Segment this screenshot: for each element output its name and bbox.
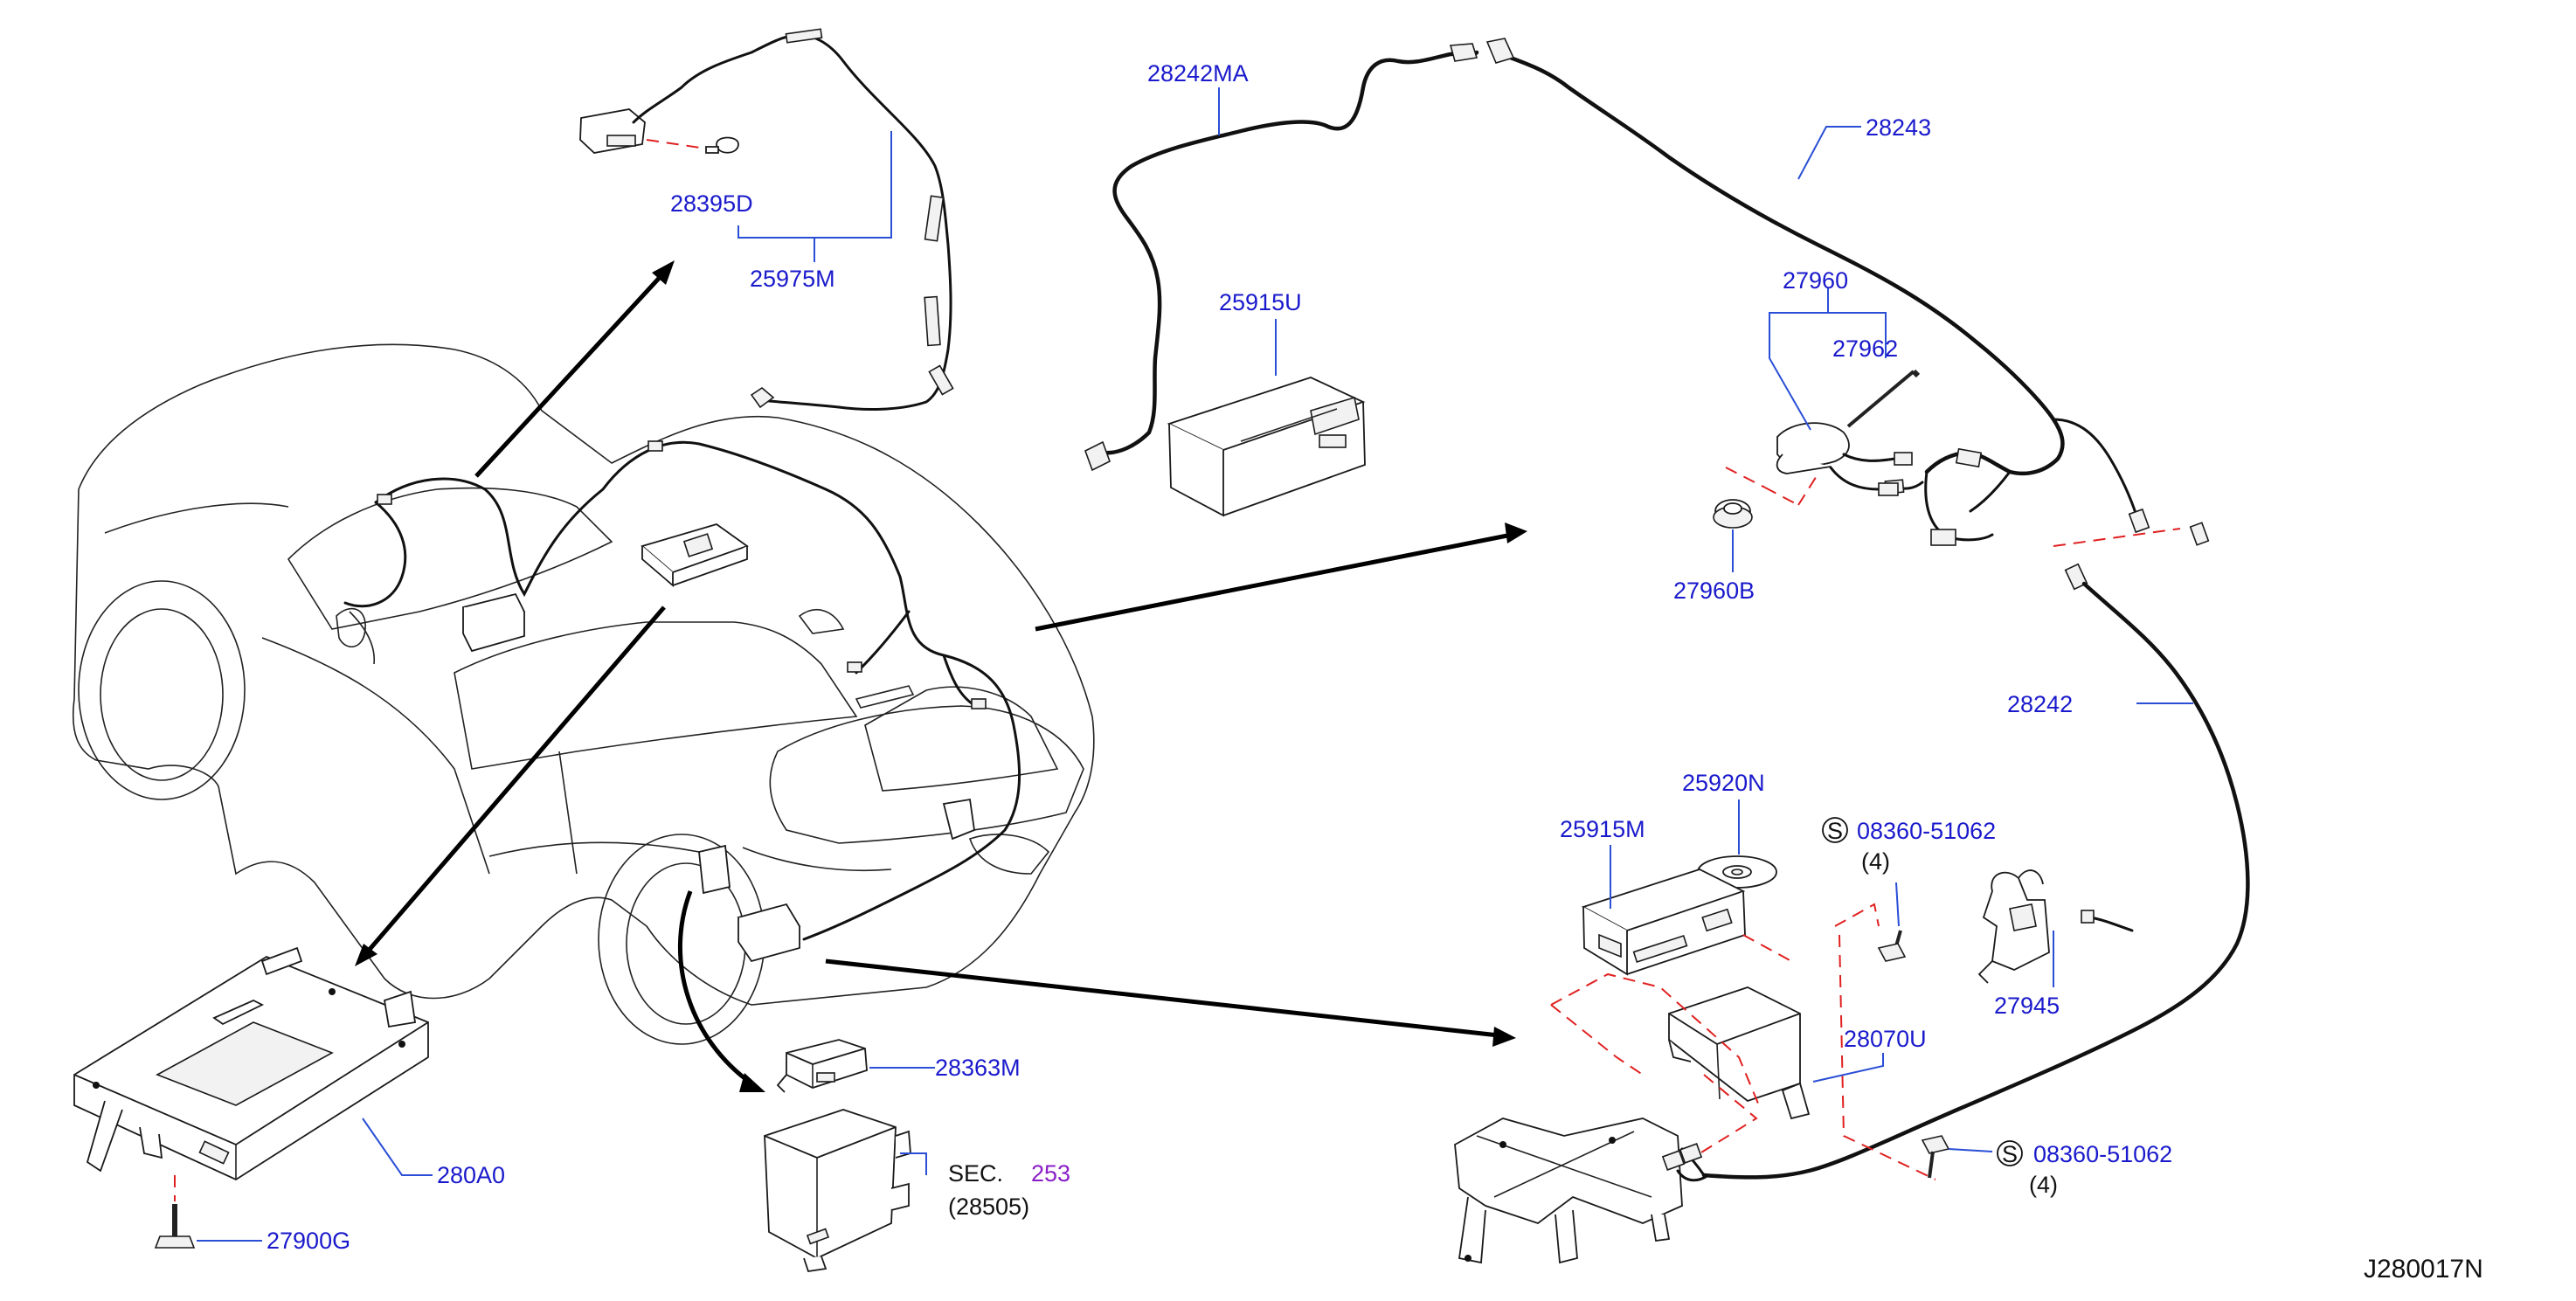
leader-27960 (1769, 288, 1887, 431)
grommet-27960B (1713, 499, 1753, 529)
label-28242MA: 28242MA (1147, 60, 1249, 87)
guide-27960B-b (1764, 487, 1799, 506)
label-27960: 27960 (1783, 267, 1848, 294)
leader-28243 (1797, 126, 1861, 180)
mount-bracket (1454, 1118, 1683, 1264)
label-25920N: 25920N (1682, 770, 1765, 796)
bolt-s1 (1877, 882, 1907, 962)
section-sub: (28505) (948, 1194, 1029, 1220)
section-number: 253 (1031, 1160, 1070, 1187)
screw-s2-symbol: S (2002, 1141, 2018, 1167)
label-screw-s1-qty: (4) (1861, 848, 1890, 875)
label-25915M: 25915M (1560, 816, 1645, 842)
label-27900G: 27900G (267, 1228, 350, 1254)
module-28505 (764, 1109, 911, 1273)
label-280A0: 280A0 (437, 1162, 505, 1188)
label-28243: 28243 (1866, 114, 1931, 141)
label-27945: 27945 (1994, 993, 2060, 1019)
antenna-27960 (1776, 369, 1921, 496)
leader-25975M (737, 131, 892, 262)
label-28395D: 28395D (670, 190, 753, 217)
module-280A0 (73, 946, 429, 1181)
module-28363M (776, 1039, 868, 1093)
screw-s1-symbol: S (1827, 818, 1843, 844)
guide-27960B-c (1797, 471, 1820, 506)
unit-25915M (1581, 868, 1746, 976)
leader-28070U (1812, 1053, 1884, 1083)
car-illustration (72, 343, 1095, 1045)
mic-harness-assembly (579, 28, 954, 411)
screw-s2: S 08360-51062 (4) (1997, 1140, 2172, 1198)
leader-280A0 (362, 1118, 433, 1176)
screw-s1: S 08360-51062 (4) (1822, 817, 1996, 875)
label-25975M: 25975M (750, 266, 835, 292)
guide-27960B (1725, 467, 1766, 488)
label-28070U: 28070U (1844, 1026, 1927, 1052)
label-screw-s1: 08360-51062 (1857, 818, 1996, 844)
unit-25915U (1167, 377, 1366, 517)
label-screw-s2-qty: (4) (2029, 1172, 2058, 1198)
bracket-28070U (1668, 986, 1811, 1120)
harness-28242 (1680, 528, 2250, 1180)
section-reference: SEC. 253 (28505) (948, 1160, 1070, 1220)
diagram-id: J280017N (2364, 1255, 2483, 1284)
leader-28505 (900, 1152, 927, 1175)
label-27962: 27962 (1832, 336, 1898, 362)
label-28363M: 28363M (935, 1055, 1021, 1081)
bolt-s2 (1921, 1135, 1993, 1179)
section-prefix: SEC. (948, 1160, 1003, 1187)
label-27960B: 27960B (1673, 578, 1755, 604)
callout-arrows (355, 260, 1527, 1092)
bolt-27900G (154, 1175, 196, 1249)
label-25915U: 25915U (1219, 289, 1302, 315)
label-28242: 28242 (2007, 691, 2073, 717)
guide-28070U (1550, 903, 1936, 1180)
mount-connectors (1661, 1143, 1710, 1182)
harness-28243 (1485, 38, 2210, 546)
harness-28242MA (1084, 43, 1479, 472)
bracket-27945 (1977, 869, 2050, 984)
label-screw-s2: 08360-51062 (2033, 1141, 2172, 1167)
